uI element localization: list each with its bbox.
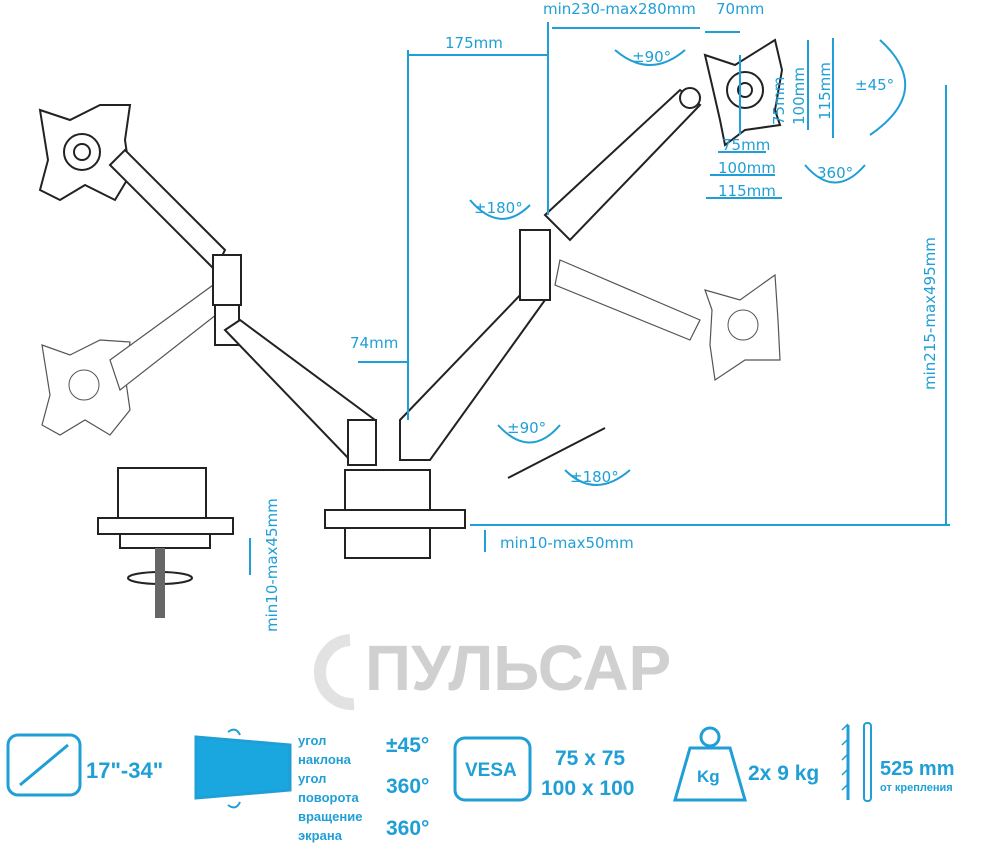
- spec-rotate-label: вращение: [298, 809, 362, 824]
- vesa-badge-text: VESA: [465, 760, 517, 781]
- spec-vesa-1: 75 x 75: [555, 747, 625, 770]
- spec-rotate-label-2: экрана: [298, 828, 343, 843]
- label-vesa-h-75: 75mm: [722, 136, 770, 154]
- watermark-text: ПУЛЬСАР: [365, 632, 671, 704]
- label-rotation: 360°: [817, 164, 853, 182]
- spec-tilt-label-2: наклона: [298, 752, 352, 767]
- spec-screen-size: 17"-34": [86, 758, 163, 783]
- right-ghost-plate: [704, 273, 781, 382]
- label-swivel-top: ±90°: [632, 48, 671, 66]
- spec-swivel-label-2: поворота: [298, 790, 359, 805]
- spec-vesa-2: 100 x 100: [541, 777, 634, 800]
- label-head-depth: 70mm: [716, 0, 764, 18]
- right-upper-arm: [543, 87, 702, 341]
- spec-reach-note: от крепления: [880, 782, 953, 794]
- label-height-range: min215-max495mm: [921, 237, 939, 390]
- reach-icon: [841, 722, 872, 802]
- spec-tilt-label: угол: [298, 733, 326, 748]
- right-vesa-plate: [703, 38, 784, 147]
- left-lower-arm: [223, 318, 377, 466]
- label-base-swivel: ±90°: [507, 419, 546, 437]
- spec-tilt-value: ±45°: [386, 734, 429, 757]
- weight-icon: Kg: [673, 726, 747, 802]
- spec-weight: 2x 9 kg: [748, 762, 819, 785]
- spec-swivel-value: 360°: [386, 775, 429, 798]
- label-vesa-v-115: 115mm: [816, 62, 834, 120]
- label-arm-length: min230-max280mm: [543, 0, 696, 18]
- weight-badge-text: Kg: [697, 767, 720, 786]
- label-base-rotation: ±180°: [570, 468, 619, 486]
- left-vesa-plate: [38, 104, 132, 202]
- desk-clamp-base: [324, 469, 466, 559]
- dimension-lines: [249, 22, 950, 575]
- screen-size-icon: [6, 733, 82, 797]
- label-arm-offset: 175mm: [445, 34, 503, 52]
- label-clamp-thickness: min10-max50mm: [500, 534, 634, 552]
- label-grommet-thickness: min10-max45mm: [263, 498, 281, 632]
- label-vesa-v-75: 75mm: [770, 77, 788, 125]
- label-vesa-h-115: 115mm: [718, 182, 776, 200]
- spec-rotate-value: 360°: [386, 817, 429, 840]
- label-tilt: ±45°: [855, 76, 894, 94]
- label-vesa-h-100: 100mm: [718, 159, 776, 177]
- left-ghost-plate: [41, 339, 131, 436]
- spec-reach: 525 mm: [880, 758, 955, 780]
- label-arm-rotation: ±180°: [474, 199, 523, 217]
- label-pole-offset: 74mm: [350, 334, 398, 352]
- right-lower-arm: [399, 229, 551, 461]
- monitor-tilt-icon: [194, 728, 292, 809]
- vesa-icon: VESA: [453, 736, 532, 802]
- watermark-logo: ПУЛЬСАР: [314, 632, 671, 711]
- spec-swivel-label: угол: [298, 771, 326, 786]
- left-upper-arm: [108, 148, 242, 391]
- label-vesa-v-100: 100mm: [790, 67, 808, 125]
- grommet-base: [97, 467, 234, 618]
